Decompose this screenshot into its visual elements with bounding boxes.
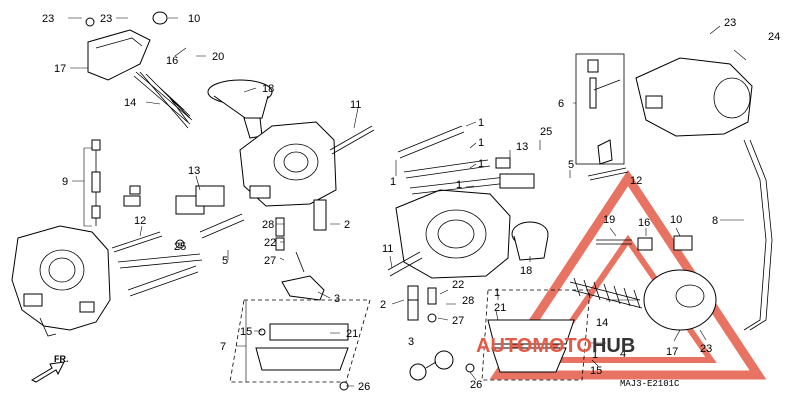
right-choke-linkage (575, 53, 629, 181)
label-12: 12 (630, 175, 642, 187)
label-1: 1 (478, 117, 484, 129)
label-2: 2 (344, 219, 350, 231)
label-3: 3 (408, 336, 414, 348)
label-22: 22 (264, 237, 276, 249)
label-1: 1 (592, 349, 598, 361)
watermark-moto: MOTO (532, 335, 592, 357)
left-carburetor-main (239, 121, 337, 207)
label-13: 13 (188, 165, 200, 177)
label-23: 23 (100, 13, 112, 25)
label-27: 27 (452, 315, 464, 327)
label-24: 24 (768, 31, 780, 43)
label-26: 26 (358, 381, 370, 393)
label-17: 17 (54, 63, 66, 75)
label-22: 22 (452, 279, 464, 291)
label-5: 5 (568, 159, 574, 171)
label-17: 17 (666, 346, 678, 358)
center-connecting-tubes (397, 125, 535, 195)
label-15: 15 (240, 326, 252, 338)
label-1: 1 (494, 287, 500, 299)
front-direction-arrow: FR. (30, 354, 69, 383)
label-12: 12 (134, 215, 146, 227)
label-7: 7 (220, 341, 226, 353)
center-jet-parts (387, 251, 437, 323)
label-19: 19 (603, 214, 615, 226)
label-13: 13 (516, 141, 528, 153)
label-5: 5 (222, 255, 228, 267)
label-23: 23 (42, 13, 54, 25)
left-diaphragm-vacuum-piston (207, 79, 273, 139)
leader-lines (68, 17, 747, 387)
watermark-hub: HUB (592, 335, 635, 357)
center-vacuum-piston (511, 221, 549, 261)
left-float (281, 251, 325, 301)
watermark-word-1: AUTOMOTOHUB (476, 335, 635, 357)
label-10: 10 (670, 214, 682, 226)
label-25: 25 (174, 241, 186, 253)
right-pilot-screw-set (596, 235, 693, 251)
label-1: 1 (390, 176, 396, 188)
right-fuel-tube (743, 139, 773, 331)
label-23: 23 (700, 343, 712, 355)
left-small-parts (111, 185, 327, 297)
left-jet-needle-set (91, 139, 101, 226)
label-26: 26 (470, 379, 482, 391)
label-25: 25 (540, 126, 552, 138)
label-3: 3 (334, 293, 340, 305)
label-14: 14 (596, 317, 608, 329)
label-18: 18 (262, 83, 274, 95)
label-11: 11 (350, 99, 361, 111)
label-20: 20 (212, 51, 224, 63)
watermark-text: AUTOMOTOHUB (476, 335, 635, 357)
left-float-chamber-gasket (229, 299, 371, 383)
label-15: 15 (590, 365, 602, 377)
part-number-labels: 23 23 10 16 20 17 18 14 11 9 13 12 25 28… (42, 13, 780, 393)
watermark-auto: AUTO (476, 335, 532, 357)
label-1: 1 (456, 179, 462, 191)
left-float-chamber-top (85, 11, 168, 81)
left-throttle-stop-screw (329, 125, 375, 391)
drawing-code: MAJ3-E2101C (620, 379, 680, 389)
label-28: 28 (262, 219, 274, 231)
center-float (409, 350, 454, 381)
left-carburetor-body (11, 225, 111, 337)
label-28: 28 (462, 295, 474, 307)
right-vacuum-piston-spring (569, 277, 643, 309)
label-23: 23 (724, 17, 736, 29)
label-21: 21 (494, 302, 506, 314)
right-carburetor-body (635, 57, 753, 137)
label-14: 14 (124, 97, 136, 109)
center-float-chamber-gasket (465, 289, 591, 381)
label-11: 11 (382, 243, 393, 255)
label-16: 16 (638, 217, 650, 229)
right-diaphragm-cover (643, 269, 717, 331)
label-1: 1 (478, 158, 484, 170)
label-18: 18 (520, 265, 532, 277)
label-6: 6 (558, 98, 564, 110)
label-2: 2 (380, 299, 386, 311)
label-27: 27 (264, 255, 276, 267)
label-1: 1 (478, 137, 484, 149)
label-9: 9 (62, 176, 68, 188)
center-carburetor-main (395, 189, 511, 279)
label-21: 21 (346, 328, 358, 340)
air-cut-spring (133, 71, 193, 129)
label-16: 16 (166, 55, 178, 67)
label-10: 10 (188, 13, 200, 25)
label-4: 4 (620, 348, 626, 360)
front-direction-label: FR. (54, 354, 69, 364)
label-8: 8 (712, 215, 718, 227)
